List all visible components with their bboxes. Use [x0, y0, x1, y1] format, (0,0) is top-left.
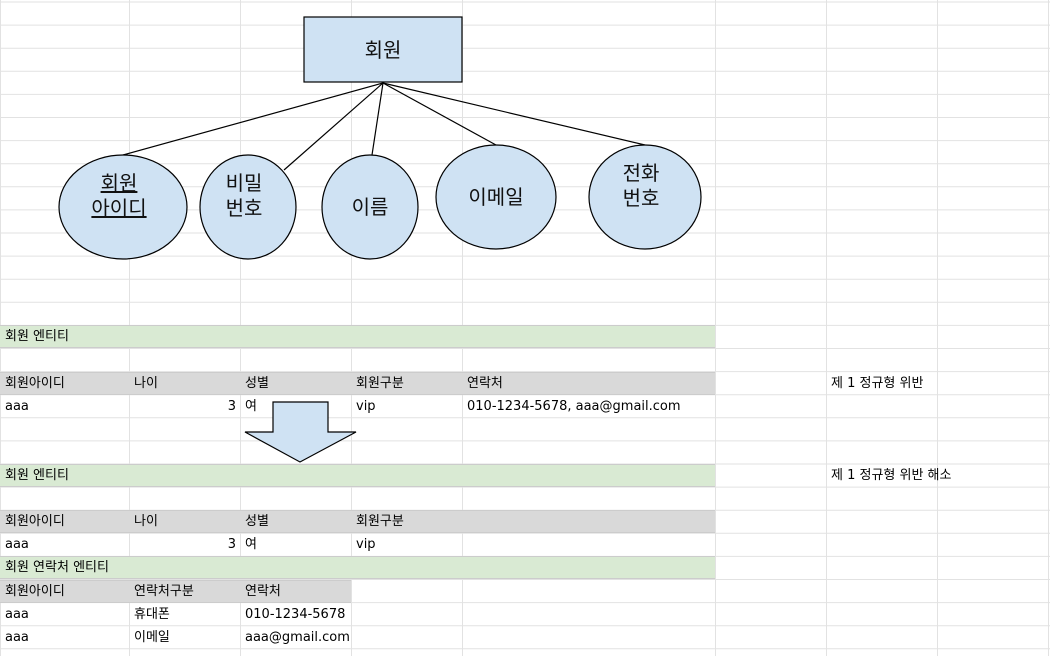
attribute-label-line1: 전화 [623, 161, 660, 185]
table3-title: 회원 연락처 엔티티 [5, 560, 109, 576]
relation-line [382, 82, 646, 146]
table1-header-band [0, 371, 715, 395]
table1-data-cell: 여 [245, 398, 257, 414]
table3-header-cell: 연락처 [245, 583, 281, 599]
table3-header-band [0, 579, 351, 603]
attribute-label-line2: 번호 [226, 196, 263, 220]
table3-data-cell: 휴대폰 [134, 606, 170, 622]
relation-line [283, 82, 384, 171]
table1-header-cell: 성별 [245, 375, 269, 391]
table2-data-cell: 3 [227, 537, 236, 553]
table2-header-band [0, 510, 715, 534]
entity-label: 회원 [365, 38, 402, 62]
attribute-label: 이메일 [468, 185, 523, 209]
table2-header-cell: 나이 [134, 514, 158, 530]
attribute-label-line2: 아이디 [91, 196, 146, 220]
table3-data-cell: aaa@gmail.com [245, 629, 350, 645]
attribute-ellipse [588, 144, 702, 250]
table1-note: 제 1 정규형 위반 [831, 375, 924, 391]
table3-header-cell: 연락처구분 [134, 583, 194, 599]
table3-header-cell: 회원아이디 [5, 583, 65, 599]
table1-header-cell: 회원구분 [356, 375, 404, 391]
table2-data-cell: 여 [245, 537, 257, 553]
down-arrow [244, 401, 357, 463]
attribute-label: 이름 [352, 195, 389, 219]
attribute-label-line1: 비밀 [226, 171, 263, 195]
relation-line [122, 82, 384, 156]
relation-line [382, 82, 497, 146]
table1-header-cell: 나이 [134, 375, 158, 391]
table1-title-band [0, 325, 715, 349]
table2-note: 제 1 정규형 위반 해소 [831, 468, 952, 483]
attribute-label-line1: 회원 [101, 171, 138, 195]
table2-title: 회원 엔티티 [5, 468, 69, 483]
relation-line [371, 82, 384, 156]
table1-title: 회원 엔티티 [5, 329, 69, 345]
attribute-ellipse [435, 144, 557, 250]
table2-header-cell: 성별 [245, 514, 269, 530]
table2-data-cell: aaa [5, 537, 29, 553]
table2-title-band [0, 464, 715, 488]
table1-data-cell: 010-1234-5678, aaa@gmail.com [467, 398, 681, 414]
table3-data-cell: 010-1234-5678 [245, 606, 346, 622]
table1-header-cell: 연락처 [467, 375, 503, 391]
attribute-ellipse [199, 154, 297, 260]
table2-data-cell: vip [356, 537, 376, 553]
attribute-ellipse [58, 154, 188, 260]
attribute-ellipse [321, 154, 419, 260]
entity-box-member [303, 16, 463, 83]
table2-header-cell: 회원아이디 [5, 514, 65, 530]
attribute-label-line2: 번호 [623, 186, 660, 210]
table1-data-cell: aaa [5, 398, 29, 414]
table3-data-cell: aaa [5, 606, 29, 622]
table3-data-cell: aaa [5, 629, 29, 645]
table2-header-cell: 회원구분 [356, 514, 404, 530]
table3-title-band [0, 556, 715, 580]
table1-data-cell: vip [356, 398, 376, 414]
table1-header-cell: 회원아이디 [5, 375, 65, 391]
table3-data-cell: 이메일 [134, 629, 170, 645]
table1-data-cell: 3 [227, 398, 236, 414]
